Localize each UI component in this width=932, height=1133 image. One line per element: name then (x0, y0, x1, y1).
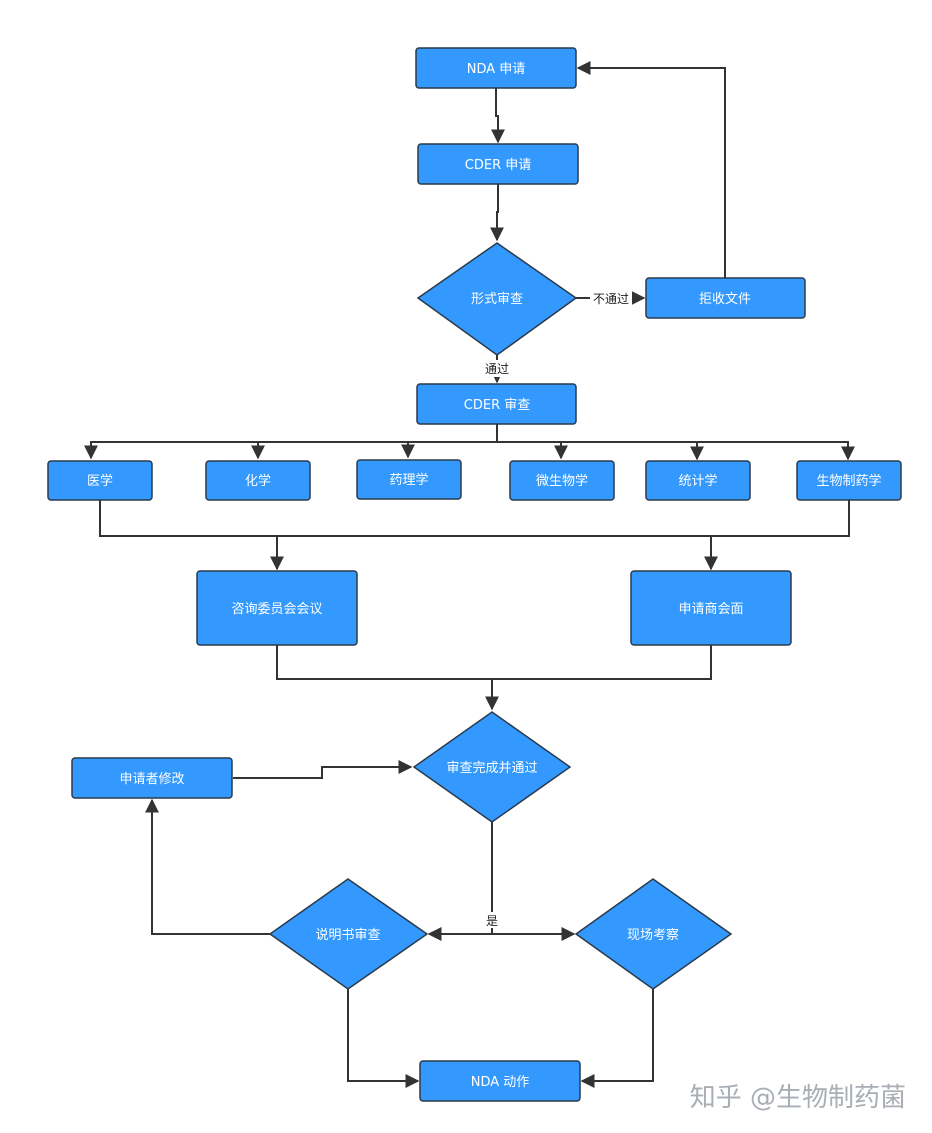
edge-modify-to-review-done (233, 760, 413, 779)
node-label: 微生物学 (536, 473, 588, 489)
node-label: 审查完成并通过 (446, 761, 537, 776)
edge-labels: 不通过 通过 是 (482, 289, 632, 928)
edge-site-to-action (580, 989, 654, 1088)
node-label: 申请者修改 (119, 772, 184, 787)
node-label: CDER 申请 (465, 158, 531, 173)
node-cder-apply[interactable]: CDER 申请 (417, 143, 579, 185)
edge-label-fail: 不通过 (593, 292, 629, 306)
edges (84, 61, 855, 1088)
node-statistics[interactable]: 统计学 (645, 460, 751, 501)
node-label: 现场考察 (627, 928, 679, 943)
edge-label-to-action (347, 989, 420, 1088)
node-biopharma[interactable]: 生物制药学 (796, 460, 902, 501)
node-nda-apply[interactable]: NDA 申请 (415, 47, 577, 89)
node-formal-review[interactable]: 形式审查 (416, 242, 578, 356)
edge-label-pass: 通过 (485, 362, 509, 376)
edge-advisory-merge (276, 645, 712, 680)
edge-label-yes: 是 (486, 914, 498, 928)
node-label: 化学 (245, 473, 271, 489)
node-label: NDA 动作 (471, 1075, 530, 1090)
node-label: 药理学 (389, 472, 428, 488)
watermark: 知乎 @生物制药菌 (690, 1083, 906, 1113)
edge-cder-to-formal (490, 184, 504, 242)
node-label: 咨询委员会会议 (231, 602, 322, 617)
edge-reject-to-nda (576, 61, 726, 278)
node-applicant-modify[interactable]: 申请者修改 (71, 757, 233, 799)
node-label-review[interactable]: 说明书审查 (268, 878, 429, 990)
node-microbiology[interactable]: 微生物学 (509, 460, 615, 501)
node-label: 生物制药学 (816, 473, 881, 489)
node-cder-review[interactable]: CDER 审查 (416, 383, 577, 425)
node-review-done[interactable]: 审查完成并通过 (412, 711, 572, 823)
node-applicant-meeting[interactable]: 申请商会面 (630, 570, 792, 646)
node-nda-action[interactable]: NDA 动作 (419, 1060, 581, 1102)
node-label: CDER 审查 (464, 398, 530, 413)
node-advisory[interactable]: 咨询委员会会议 (196, 570, 358, 646)
edge-cder-review-branch (84, 424, 498, 460)
edge-merge-left (99, 500, 850, 537)
node-label: 统计学 (678, 473, 717, 489)
node-label: NDA 申请 (467, 62, 526, 77)
edge-label-to-modify (145, 798, 270, 935)
node-chemistry[interactable]: 化学 (205, 460, 311, 501)
node-label: 医学 (87, 473, 113, 489)
node-label: 说明书审查 (315, 928, 380, 943)
node-label: 拒收文件 (699, 292, 751, 307)
node-reject[interactable]: 拒收文件 (645, 277, 806, 319)
node-pharmacology[interactable]: 药理学 (356, 459, 462, 500)
node-label: 形式审查 (471, 292, 523, 307)
edge-nda-to-cder (491, 88, 505, 144)
edge-branch-microbiology (497, 441, 855, 461)
node-label: 申请商会面 (678, 602, 743, 617)
node-site-inspection[interactable]: 现场考察 (574, 878, 733, 990)
node-medicine[interactable]: 医学 (47, 460, 153, 501)
